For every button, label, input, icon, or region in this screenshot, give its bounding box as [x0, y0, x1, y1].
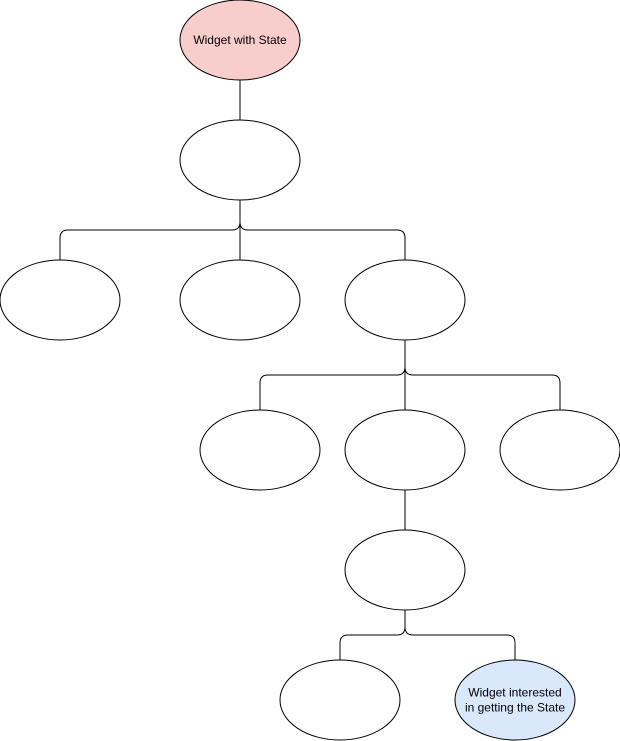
- edge-n-1-to-n-2c: [239, 200, 406, 260]
- node-n-3a: [199, 409, 321, 491]
- node-n-root: Widget with State: [179, 0, 301, 81]
- node-n-2c: [344, 259, 466, 341]
- node-n-5a: [279, 659, 401, 741]
- node-ellipse-n-2b: [179, 259, 301, 341]
- edge-n-2c-to-n-3a: [259, 340, 406, 410]
- edge-n-1-to-n-2a: [59, 200, 241, 260]
- node-n-4: [344, 529, 466, 611]
- node-ellipse-n-1: [179, 119, 301, 201]
- node-label-n-root: Widget with State: [193, 33, 287, 47]
- edge-n-4-to-n-5b: [404, 610, 516, 660]
- node-ellipse-n-3a: [199, 409, 321, 491]
- node-ellipse-n-root: [179, 0, 301, 81]
- edge-n-2c-to-n-3c: [404, 340, 561, 410]
- node-n-3c: [499, 409, 620, 491]
- node-ellipse-n-5b: [454, 659, 576, 741]
- node-ellipse-n-5a: [279, 659, 401, 741]
- node-ellipse-n-4: [344, 529, 466, 611]
- node-n-2a: [0, 259, 121, 341]
- node-n-1: [179, 119, 301, 201]
- edges-layer: [59, 80, 561, 660]
- node-ellipse-n-2a: [0, 259, 121, 341]
- node-ellipse-n-3c: [499, 409, 620, 491]
- node-n-3b: [344, 409, 466, 491]
- edge-n-4-to-n-5a: [339, 610, 406, 660]
- node-ellipse-n-2c: [344, 259, 466, 341]
- node-ellipse-n-3b: [344, 409, 466, 491]
- node-n-2b: [179, 259, 301, 341]
